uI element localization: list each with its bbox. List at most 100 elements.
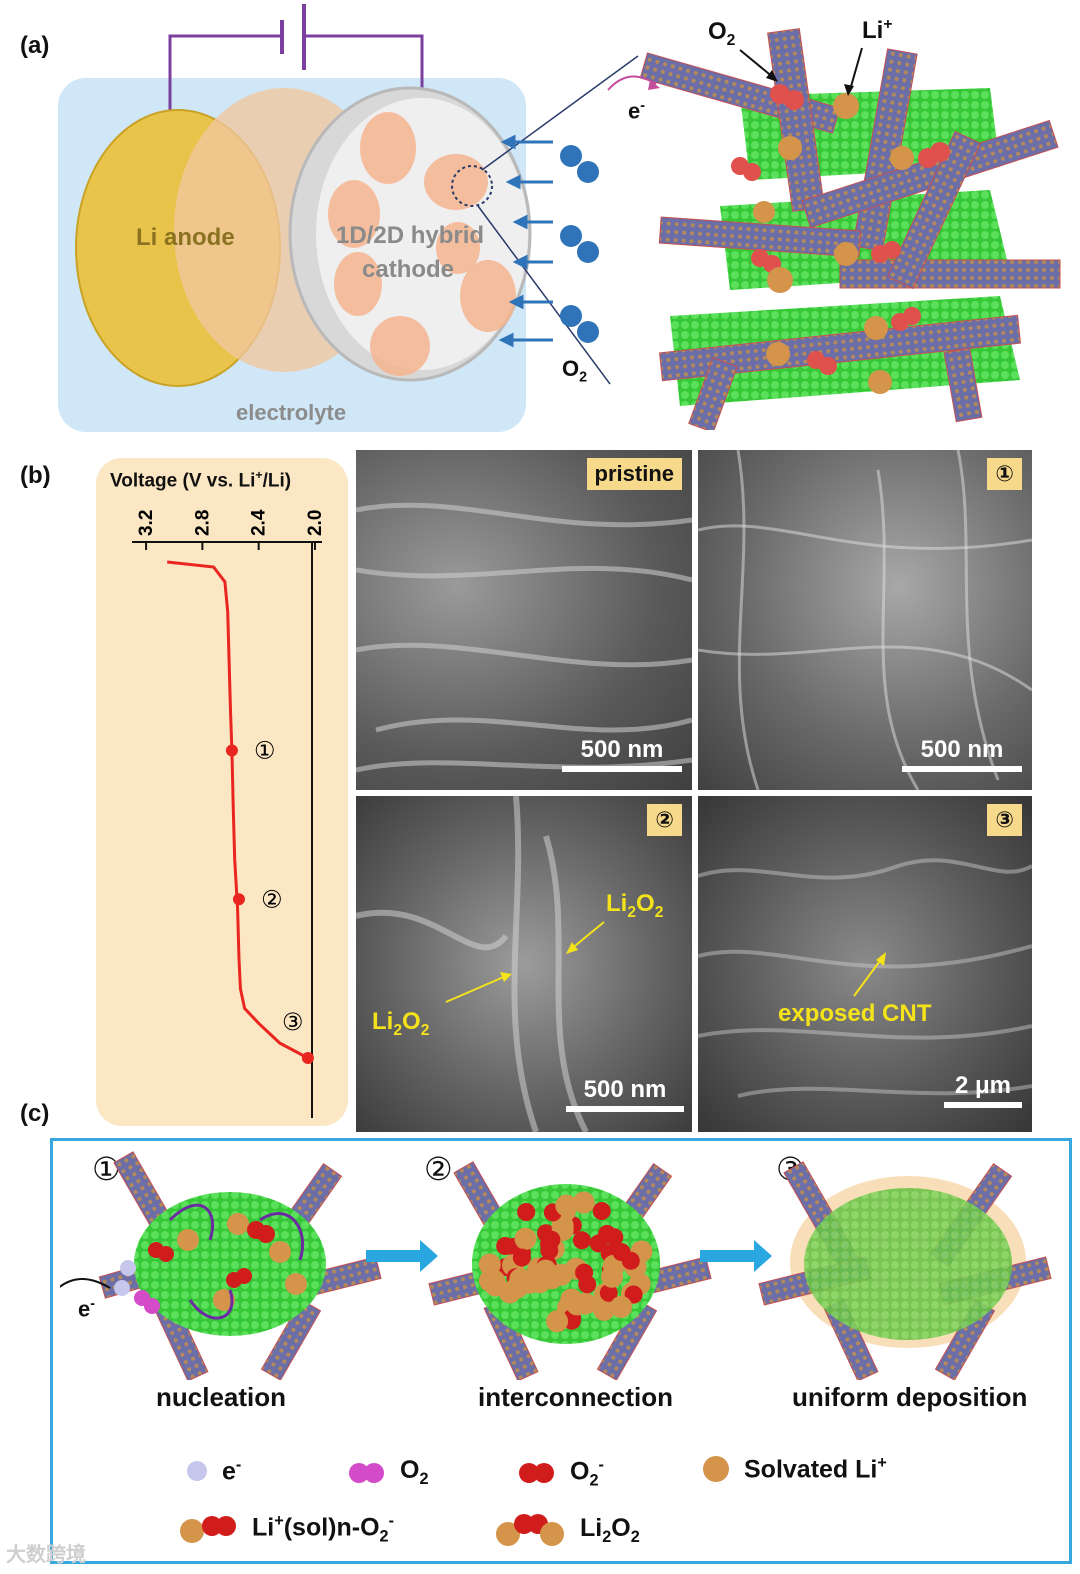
stage-1-e-label: e- bbox=[78, 1296, 96, 1322]
li-sphere bbox=[514, 1227, 537, 1250]
sem-texture-3 bbox=[698, 858, 1032, 1098]
sem-texture-pristine bbox=[356, 502, 692, 773]
o2-label-left: O2 bbox=[562, 356, 588, 386]
oxygen-sphere bbox=[572, 1231, 591, 1250]
oxygen-sphere bbox=[605, 1228, 624, 1247]
li2o2-icon bbox=[496, 1514, 564, 1546]
legend-electron: e- bbox=[186, 1456, 241, 1486]
cathode-label-2: cathode bbox=[362, 256, 455, 283]
legend-li-complex: Li+(sol)n-O2- bbox=[178, 1512, 394, 1546]
li-sphere bbox=[572, 1191, 595, 1214]
voltage-chart: 3.2 2.8 2.4 2.0 ① ② ③ bbox=[132, 509, 326, 1118]
li2o2-label-a: Li2O2 bbox=[606, 890, 664, 921]
curve-marker bbox=[232, 893, 245, 906]
li-sphere bbox=[484, 1274, 507, 1297]
cnt-tubes bbox=[639, 28, 1061, 430]
tick-label: 2.0 bbox=[305, 510, 326, 536]
curve-marker bbox=[225, 744, 238, 757]
li-label-top: Li+ bbox=[862, 16, 893, 44]
discharge-curve bbox=[167, 560, 309, 1060]
sem-tag-2: ② bbox=[647, 804, 682, 836]
oxygen-sphere bbox=[599, 1283, 618, 1302]
stage-3-illustration bbox=[758, 1161, 1052, 1380]
sem-texture-1 bbox=[698, 450, 1032, 790]
axis-title: Voltage (V vs. Li+/Li) bbox=[110, 468, 292, 492]
li-sphere bbox=[601, 1265, 624, 1288]
oxygen-sphere bbox=[592, 1202, 611, 1220]
li-ion-icon bbox=[703, 1456, 729, 1483]
stage-label-1: nucleation bbox=[156, 1382, 287, 1412]
o2-pointer bbox=[739, 49, 775, 79]
oxygen-sphere bbox=[589, 1234, 608, 1253]
battery-schematic bbox=[75, 4, 639, 387]
marker-label: ② bbox=[261, 885, 283, 913]
marker-group: ① ② ③ bbox=[225, 736, 314, 1064]
li-sphere bbox=[506, 1276, 529, 1299]
stage-illustrations bbox=[60, 1151, 1052, 1380]
oxygen-sphere bbox=[575, 1263, 594, 1282]
panel-a-letter: (a) bbox=[20, 32, 50, 59]
marker-label: ③ bbox=[282, 1008, 304, 1036]
stage-2-illustration bbox=[428, 1161, 712, 1380]
superoxide-icon bbox=[519, 1463, 554, 1484]
oxygen-sphere bbox=[624, 1285, 643, 1304]
scale-bar-2: 500 nm bbox=[902, 736, 1022, 772]
li-sphere bbox=[593, 1298, 615, 1321]
e-label-a: e- bbox=[628, 98, 646, 124]
tick-group: 3.2 2.8 2.4 2.0 bbox=[132, 509, 326, 1118]
stage-1-illustration bbox=[60, 1151, 382, 1380]
watermark: 大数跨境 bbox=[6, 1544, 86, 1566]
marker-label: ① bbox=[254, 736, 276, 764]
o2-molecule-icon bbox=[349, 1462, 384, 1483]
o2-arrows bbox=[498, 134, 553, 348]
zoom-line-bottom bbox=[477, 205, 611, 385]
sem-1: ① 500 nm bbox=[698, 450, 1032, 790]
scale-bar-1: 500 nm bbox=[562, 736, 682, 772]
tick-label: 2.8 bbox=[192, 510, 213, 536]
li-sphere bbox=[546, 1310, 569, 1333]
flow-arrow-2 bbox=[700, 1240, 772, 1272]
o2-label-top: O2 bbox=[708, 18, 736, 49]
curve-marker bbox=[301, 1052, 314, 1064]
sem-2: ② Li2O2 Li2O2 500 nm bbox=[356, 796, 692, 1132]
sem-pristine: pristine 500 nm bbox=[356, 450, 692, 790]
legend-superoxide: O2- bbox=[518, 1456, 604, 1490]
li-sphere bbox=[560, 1288, 583, 1311]
oxygen-sphere bbox=[612, 1243, 631, 1262]
stage-label-2: interconnection bbox=[478, 1382, 674, 1412]
scale-bar-3: 500 nm bbox=[566, 1076, 684, 1112]
sem-tag-pristine: pristine bbox=[586, 458, 682, 490]
zoom-circle bbox=[451, 165, 493, 207]
panel-c-letter: (c) bbox=[20, 1100, 50, 1127]
li-complex-icon bbox=[180, 1516, 236, 1544]
tick-label: 3.2 bbox=[136, 510, 157, 536]
anode-label: Li anode bbox=[136, 224, 235, 251]
electron-icon bbox=[187, 1461, 207, 1482]
li-ions bbox=[753, 93, 914, 394]
sem-tag-1: ① bbox=[987, 458, 1022, 490]
sem-texture-2 bbox=[356, 796, 605, 1132]
scale-bar-4: 2 μm bbox=[944, 1072, 1022, 1108]
li-sphere bbox=[610, 1295, 633, 1318]
legend-o2: O2 bbox=[348, 1456, 429, 1489]
oxygen-sphere bbox=[517, 1203, 536, 1221]
li-sphere bbox=[555, 1194, 578, 1217]
zoom-line-top bbox=[481, 55, 639, 171]
tick-label: 2.4 bbox=[249, 509, 270, 536]
li2o2-label-b: Li2O2 bbox=[372, 1008, 430, 1039]
li-sphere bbox=[528, 1271, 551, 1294]
cnt-graphene-cluster bbox=[607, 28, 1061, 430]
exposed-cnt-label: exposed CNT bbox=[778, 1000, 932, 1027]
electrolyte-label: electrolyte bbox=[236, 400, 347, 425]
panel-b-letter: (b) bbox=[20, 462, 51, 489]
legend-li2o2: Li2O2 bbox=[494, 1512, 640, 1548]
o2-molecules bbox=[560, 145, 599, 343]
li-sphere bbox=[478, 1253, 501, 1276]
li-pointer bbox=[849, 47, 863, 91]
stage-num-1: ① bbox=[92, 1151, 121, 1187]
cathode-label-1: 1D/2D hybrid bbox=[336, 222, 485, 249]
voltage-plot-box bbox=[96, 458, 348, 1126]
sem-3: ③ exposed CNT 2 μm bbox=[698, 796, 1032, 1132]
legend-solvated-li: Solvated Li+ bbox=[702, 1454, 887, 1484]
oxygen-sphere bbox=[512, 1248, 531, 1267]
